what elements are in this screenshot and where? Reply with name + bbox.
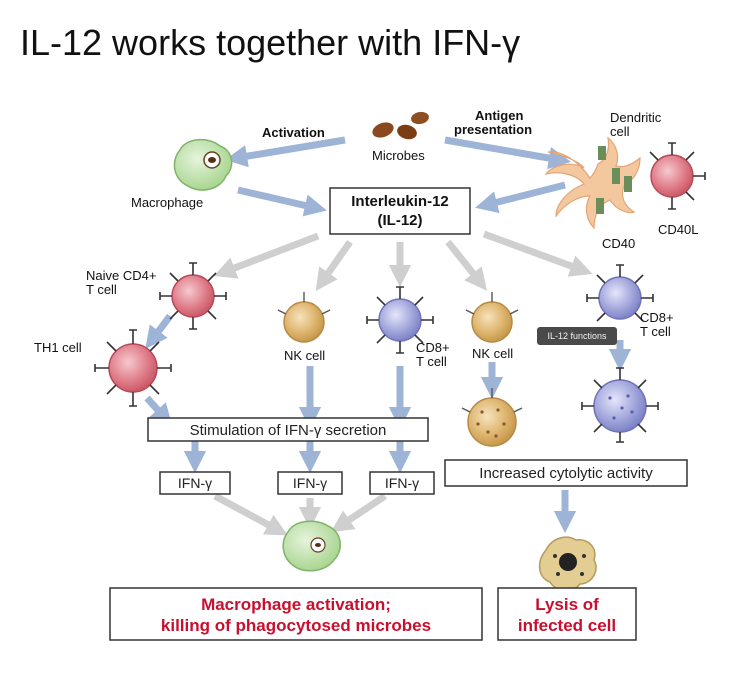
cd40l-label: CD40L xyxy=(658,222,698,237)
antigen-label-1: Antigen xyxy=(475,108,523,123)
nk-cell-icon xyxy=(277,292,331,343)
il12-label-2: (IL-12) xyxy=(378,212,423,229)
arrow-dendritic-to-il12 xyxy=(475,181,566,214)
activation-label: Activation xyxy=(262,125,325,140)
cd40-label: CD40 xyxy=(602,236,635,251)
ifn-box-1 xyxy=(159,471,231,495)
slide-title: IL-12 works together with IFN-γ xyxy=(20,22,521,63)
cd40l-t-cell-icon xyxy=(649,142,706,210)
activated-nk-cell-icon xyxy=(461,388,523,447)
gray-arrows xyxy=(213,230,593,536)
il12-functions-tooltip: IL-12 functions xyxy=(537,327,617,345)
activated-macrophage-icon xyxy=(282,520,341,572)
cd8-label-1: CD8+ xyxy=(416,340,450,355)
dendritic-label-1: Dendritic xyxy=(610,110,662,125)
nk-cell-2-icon xyxy=(465,292,519,343)
ifn-label-3: IFN-γ xyxy=(385,475,419,491)
macrophage-icon xyxy=(173,138,233,191)
cytolytic-box xyxy=(444,459,688,487)
th1-label: TH1 cell xyxy=(34,340,82,355)
outcome-macrophage-label-1: Macrophage activation; xyxy=(201,595,391,614)
cd8-label-2: T cell xyxy=(416,354,447,369)
cytolytic-label: Increased cytolytic activity xyxy=(479,465,653,482)
infected-cell-icon xyxy=(538,536,597,592)
blue-arrows xyxy=(144,136,632,534)
nk-cell-label-1: NK cell xyxy=(284,348,325,363)
ifn-box-3 xyxy=(369,471,435,495)
arrow-microbes-to-macrophage xyxy=(224,136,346,168)
ifn-box-2 xyxy=(277,471,343,495)
arrow-macrophage-to-il12 xyxy=(237,186,327,217)
arrow-il12-to-naive xyxy=(213,232,320,279)
activated-cd8-t-cell-icon xyxy=(581,367,659,443)
arrow-naive-to-th1 xyxy=(145,313,173,349)
arrow-th1-down xyxy=(144,395,173,427)
antigen-label-2: presentation xyxy=(454,122,532,137)
arrow-il12-to-nk2 xyxy=(445,239,487,291)
arrow-il12-to-nk1 xyxy=(315,239,353,292)
cd8-t-cell-icon xyxy=(366,286,434,354)
cd8-right-label-2: T cell xyxy=(640,324,671,339)
ifn-label-1: IFN-γ xyxy=(178,475,212,491)
nk-cell-label-2: NK cell xyxy=(472,346,513,361)
stimulation-label: Stimulation of IFN-γ secretion xyxy=(190,422,387,439)
outcome-macrophage-box xyxy=(109,587,483,641)
naive-cd4-label-1: Naive CD4+ xyxy=(86,268,156,283)
arrow-ifn3-to-macrophage xyxy=(330,493,387,533)
arrow-il12-to-cd8right xyxy=(482,230,593,277)
il12-box xyxy=(329,187,471,235)
arrow-microbes-to-dendritic xyxy=(444,136,572,170)
ifn-label-2: IFN-γ xyxy=(293,475,327,491)
outcome-lysis-label-1: Lysis of xyxy=(535,595,599,614)
outcome-macrophage-label-2: killing of phagocytosed microbes xyxy=(161,616,431,635)
dendritic-cell-icon xyxy=(544,136,641,230)
th1-cell-icon xyxy=(94,329,172,407)
naive-cd4-t-cell-icon xyxy=(159,262,227,330)
outcome-lysis-box xyxy=(497,587,637,641)
cd8-t-cell-right-icon xyxy=(586,264,654,322)
stimulation-box xyxy=(147,417,429,442)
naive-cd4-label-2: T cell xyxy=(86,282,117,297)
outcome-lysis-label-2: infected cell xyxy=(518,616,616,635)
il12-label-1: Interleukin-12 xyxy=(351,193,449,210)
macrophage-label: Macrophage xyxy=(131,195,203,210)
microbes-icon xyxy=(372,111,429,140)
dendritic-label-2: cell xyxy=(610,124,630,139)
microbes-label: Microbes xyxy=(372,148,425,163)
arrow-ifn1-to-macrophage xyxy=(213,492,288,536)
cd8-right-label-1: CD8+ xyxy=(640,310,674,325)
